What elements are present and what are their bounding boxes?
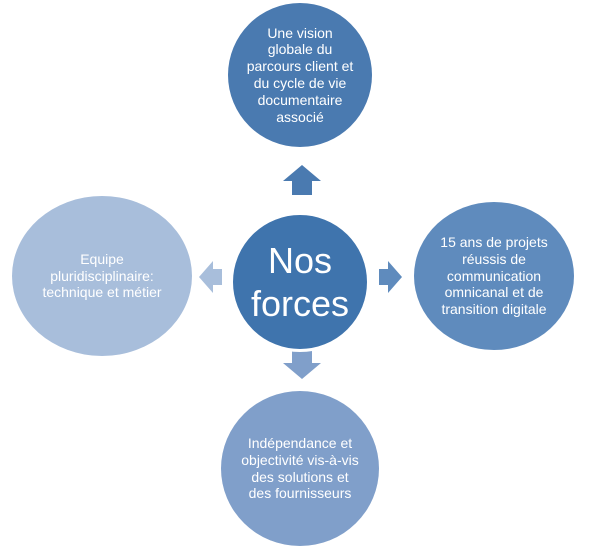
node-top-vision: Une vision globale du parcours client et… [228,3,372,147]
arrow-right-shape [379,261,402,293]
arrow-right-icon [379,261,402,293]
arrow-up-icon [283,165,321,195]
node-bottom-label: Indépendance et objectivité vis-à-vis de… [241,434,359,502]
node-right-experience: 15 ans de projets réussis de communicati… [414,202,574,350]
node-bottom-independence: Indépendance et objectivité vis-à-vis de… [221,391,379,546]
arrow-down-icon [283,349,321,379]
center-title: Nos forces [250,239,350,324]
node-right-label: 15 ans de projets réussis de communicati… [440,234,548,318]
arrow-up-shape [283,165,321,195]
node-left-team: Equipe pluridisciplinaire: technique et … [12,196,192,356]
arrow-down-shape [283,349,321,379]
node-center: Nos forces [230,212,370,352]
arrow-left-icon [199,261,222,293]
node-left-label: Equipe pluridisciplinaire: technique et … [42,250,162,301]
node-top-label: Une vision globale du parcours client et… [246,24,354,125]
arrow-left-shape [199,261,222,293]
